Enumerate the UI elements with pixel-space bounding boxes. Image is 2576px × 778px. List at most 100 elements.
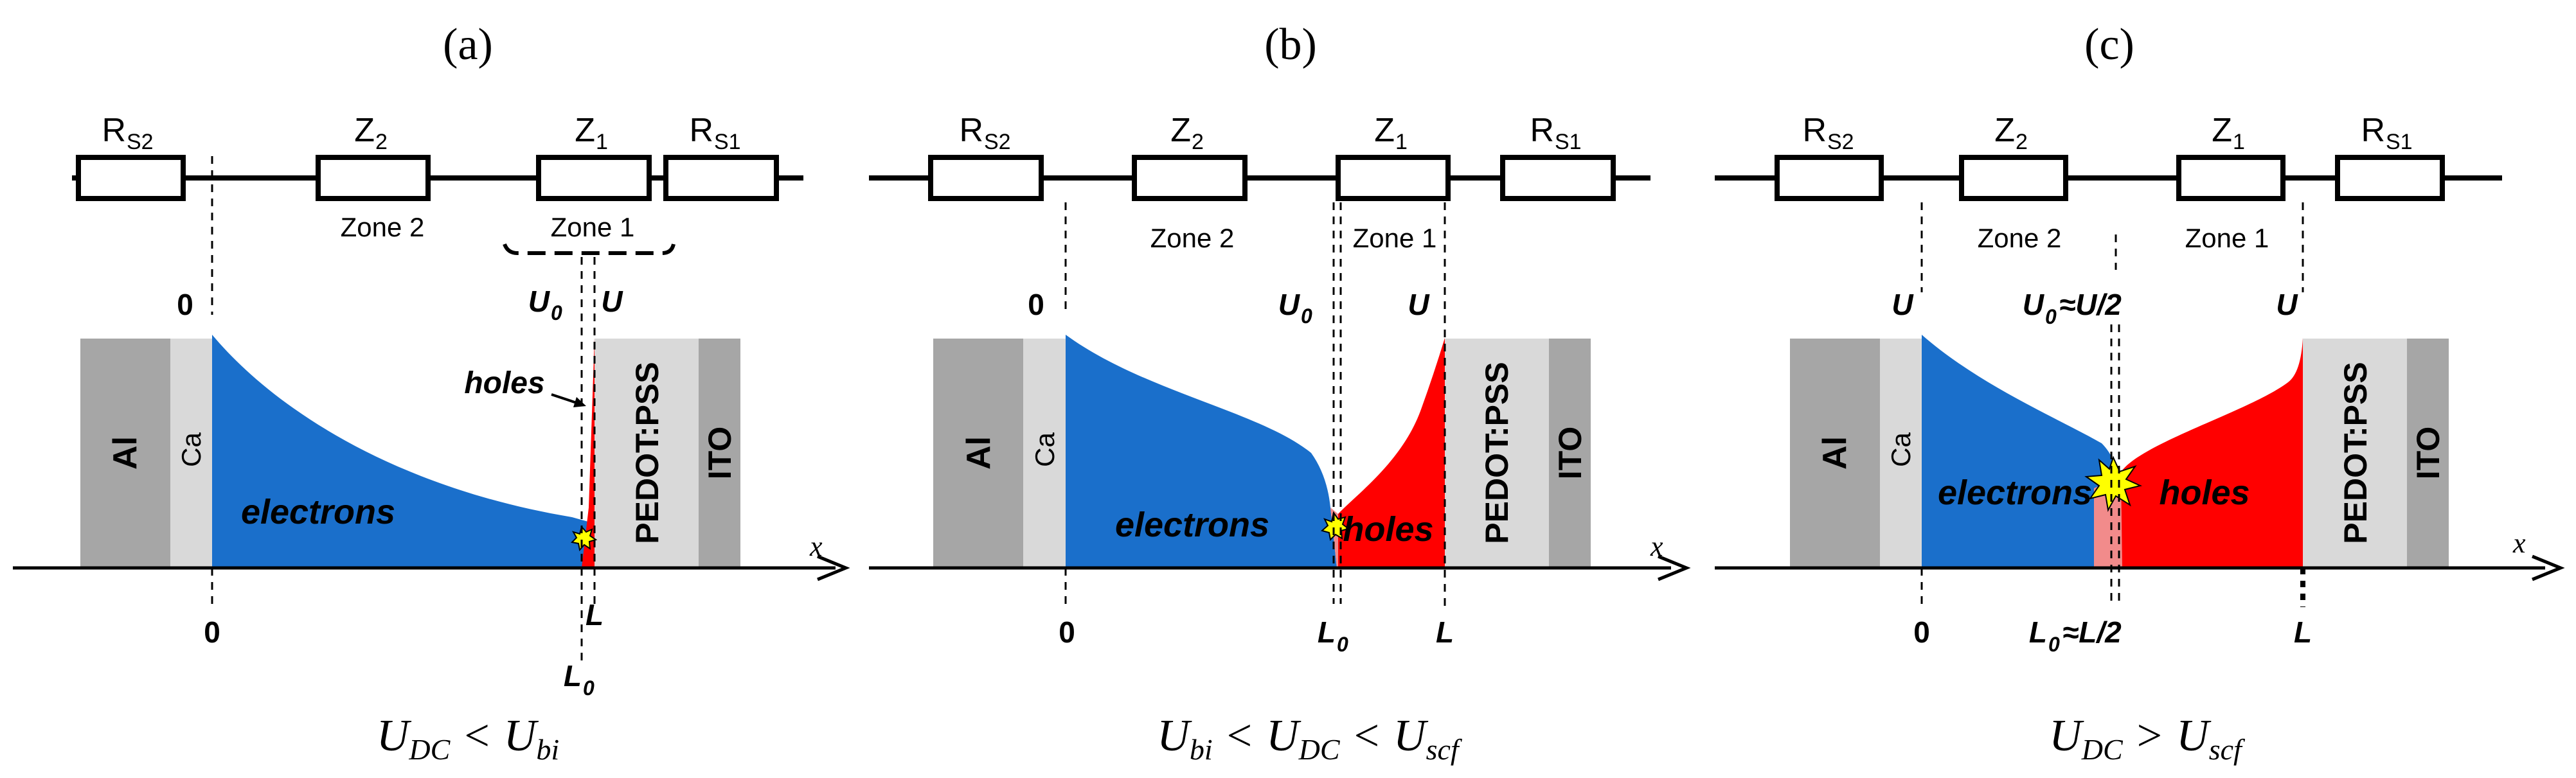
panel-a-rs2-sub: S2 <box>127 130 154 154</box>
panel-b-label: (b) <box>1264 20 1317 69</box>
panel-a-impedance-z2 <box>316 155 431 201</box>
panel-b-layer-pedot <box>1445 339 1549 568</box>
panel-b-l0-main: L <box>1318 615 1336 649</box>
panel-a-zone1-label: Zone 1 <box>551 212 635 242</box>
panel-c-z2-sub: 2 <box>2016 130 2028 154</box>
panel-c-z2-main: Z <box>1994 112 2015 149</box>
panel-b-top-right-label: U <box>1408 288 1430 321</box>
panel-a-recombination-star <box>570 525 598 552</box>
panel-c-zone1-label: Zone 1 <box>2185 223 2269 253</box>
panel-a-condition: UDC<Ubi <box>377 711 559 766</box>
panel-c-layer-ca <box>1880 339 1922 568</box>
panel-c-axis-label: x <box>2512 527 2526 559</box>
panel-c-u0-sub: 0 <box>2045 305 2057 328</box>
panel-b-z2-sub: 2 <box>1192 130 1204 154</box>
panel-a-electron-region <box>212 335 588 568</box>
panel-b-u0-sub: 0 <box>1301 305 1312 328</box>
panel-a-l0-sub: 0 <box>583 676 595 700</box>
panel-b-rs1-main: R <box>1530 112 1554 149</box>
panel-a-l0-main: L <box>564 659 582 693</box>
panel-a-ca-label: Ca <box>176 432 206 467</box>
panel-b-recombination-star <box>1320 511 1350 542</box>
panel-b-rs2-main: R <box>959 112 983 149</box>
panel-a-z2-sub: 2 <box>375 130 388 154</box>
panel-a-rs1-sub: S1 <box>714 130 741 154</box>
panel-a-rs1-main: R <box>689 112 713 149</box>
panel-a-holes-arrowhead <box>573 397 586 407</box>
panel-a-z1-main: Z <box>575 112 595 149</box>
panel-b-electron-region <box>1066 335 1337 568</box>
panel-c-condition: UDC>Uscf <box>2049 711 2246 766</box>
panel-a-z1-sub: 1 <box>596 130 608 154</box>
panel-c-electron-region <box>1922 335 2120 568</box>
panel-c-bottom-l-label: L <box>2294 615 2312 649</box>
panel-a-layer-al <box>80 339 170 568</box>
panel-b-u0-main: U <box>1278 288 1301 321</box>
panel-b-bottom-l-label: L <box>1436 615 1454 649</box>
panel-c-u0-main: U <box>2023 288 2045 321</box>
panel-b-zone1-label: Zone 1 <box>1353 223 1437 253</box>
panel-b-layer-ito <box>1549 339 1591 568</box>
panel-a-resistor-rs1 <box>663 155 779 201</box>
panel-a-impedance-z1 <box>536 155 652 201</box>
panel-a-holes-arrow <box>551 393 579 405</box>
panel-b-rs1-sub: S1 <box>1555 130 1582 154</box>
panel-a-circuit: R S2 Z 2 Z 1 R S1 Zone 2 Zone 1 <box>72 112 803 255</box>
panel-a-ito-label: ITO <box>702 427 738 479</box>
panel-b-resistor-rs2 <box>928 155 1044 201</box>
panel-b: (b) R S2 Z 2 Z 1 R S1 Zone 2 Zone 1 <box>869 20 1691 766</box>
panel-b-circuit: R S2 Z 2 Z 1 R S1 Zone 2 Zone 1 <box>869 112 1650 253</box>
panel-c-impedance-z1 <box>2176 155 2285 201</box>
panel-c-top-right-label: U <box>2276 288 2298 321</box>
panel-a-layer-ca <box>170 339 212 568</box>
panel-b-z1-main: Z <box>1374 112 1395 149</box>
panel-a-u0-sub: 0 <box>551 301 562 324</box>
panel-c-al-label: Al <box>1816 436 1854 470</box>
panel-b-impedance-z1 <box>1336 155 1451 201</box>
panel-c-ca-label: Ca <box>1886 432 1916 467</box>
panel-c-l0-rest: ≈L/2 <box>2062 615 2122 649</box>
panel-c-x-axis-arrow <box>2532 554 2565 581</box>
panel-a-top-left-label: 0 <box>177 288 193 321</box>
panel-b-device: Al Ca PEDOT:PSS ITO electrons holes <box>933 335 1591 568</box>
panel-c-hole-region <box>2121 338 2303 568</box>
panel-c-z1-sub: 1 <box>2233 130 2245 154</box>
panel-c-layer-al <box>1790 339 1880 568</box>
panel-b-layer-al <box>933 339 1023 568</box>
panel-c-overlap-region <box>2094 475 2122 568</box>
panel-a-electrons-label: electrons <box>241 493 395 531</box>
panel-a: (a) R S2 Z 2 Z 1 R S1 Zone 2 Zone 1 <box>13 20 850 766</box>
panel-a-device: Al Ca PEDOT:PSS ITO electrons holes <box>80 335 740 568</box>
panel-c-ito-label: ITO <box>2410 427 2446 479</box>
panel-b-impedance-z2 <box>1132 155 1248 201</box>
panel-c-rs1-main: R <box>2361 112 2385 149</box>
panel-b-ito-label: ITO <box>1552 427 1588 479</box>
panel-c-resistor-rs1 <box>2335 155 2445 201</box>
panel-a-al-label: Al <box>107 436 144 470</box>
panel-c-recombination-star <box>2084 455 2143 513</box>
panel-b-l0-sub: 0 <box>1337 633 1348 656</box>
panel-c-l0-sub: 0 <box>2048 633 2060 656</box>
panel-c-holes-label: holes <box>2159 473 2250 512</box>
panel-a-resistor-rs2 <box>76 155 186 201</box>
panel-c-rs2-sub: S2 <box>1827 130 1854 154</box>
panel-b-top-left-label: 0 <box>1028 288 1044 321</box>
panel-c-u0-rest: ≈U/2 <box>2059 288 2122 321</box>
panel-c-electrons-label: electrons <box>1938 473 2092 512</box>
panel-a-holes-label: holes <box>464 366 544 400</box>
panel-c-bottom-left-label: 0 <box>1913 615 1930 649</box>
panel-b-z2-main: Z <box>1170 112 1191 149</box>
panel-b-holes-label: holes <box>1343 510 1433 549</box>
panel-c-z1-main: Z <box>2212 112 2232 149</box>
panel-b-hole-region <box>1338 338 1445 568</box>
panel-b-rs2-sub: S2 <box>984 130 1011 154</box>
panel-b-z1-sub: 1 <box>1395 130 1408 154</box>
panel-a-layer-ito <box>699 339 740 568</box>
panel-c-resistor-rs2 <box>1775 155 1884 201</box>
panel-b-pedot-label: PEDOT:PSS <box>1479 362 1515 544</box>
panel-b-zone2-label: Zone 2 <box>1150 223 1235 253</box>
panel-a-label: (a) <box>443 20 493 69</box>
panel-c-rs2-main: R <box>1802 112 1827 149</box>
panel-c-l0-main: L <box>2029 615 2047 649</box>
